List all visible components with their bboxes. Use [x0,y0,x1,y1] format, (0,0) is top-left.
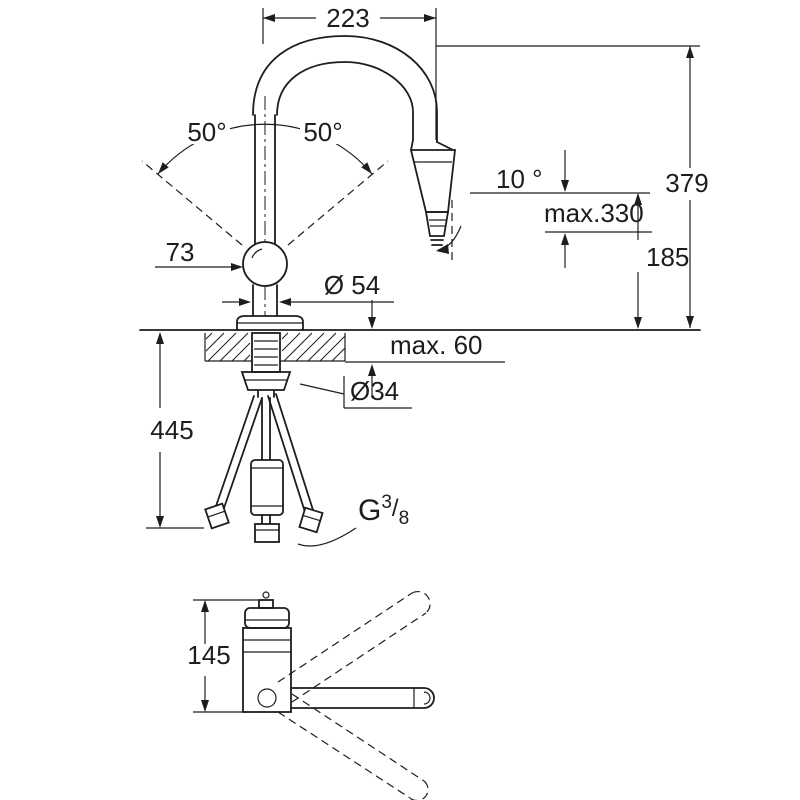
dim-spray-angle: 10 ° [436,164,543,262]
label-thread: G3/8 [358,492,409,529]
ball-joint [242,241,288,287]
label-dim-445: 445 [150,415,193,445]
dim-swivel-angle: 50° 50° [141,117,389,246]
hose-connector-center [254,523,280,543]
thread-callout: G3/8 [297,492,409,547]
dim-hole-diameter: Ø34 [299,376,412,409]
hose-weight [250,459,284,516]
label-dim-145: 145 [187,640,230,670]
label-angle-10: 10 ° [496,164,543,194]
dim-swivel-view-height: 145 [187,599,258,713]
dim-total-height: 379 [436,45,709,328]
swivel-position-up [277,590,431,703]
label-max-330: max.330 [544,198,644,228]
label-dim-185: 185 [646,242,689,272]
dim-handle-offset: 73 [155,237,243,271]
dim-spout-reach: 223 [262,3,437,140]
swivel-side-view [242,590,435,800]
label-dim-73: 73 [166,237,195,267]
dim-hose-length: 445 [146,332,204,529]
hatch-left [205,332,251,362]
label-dim-379: 379 [665,168,708,198]
label-max-60: max. 60 [390,330,483,360]
label-angle-50-right: 50° [303,117,342,147]
label-dim-223: 223 [326,3,369,33]
spray-head [409,139,457,246]
swivel-position-down [277,693,429,800]
dim-body-diameter: Ø 54 [222,270,394,306]
label-dia-54: Ø 54 [324,270,380,300]
label-dia-34: Ø34 [350,376,399,406]
thread-numerator: 3 [381,492,392,513]
hatch-right [281,332,346,362]
dim-max-330: max.330 [544,150,652,268]
hose-connector-right [298,506,324,534]
mounting-nut [240,371,292,391]
thread-slash: / [392,495,399,522]
thread-denominator: 8 [399,508,410,529]
swivel-pivot [257,688,277,708]
countertop-section [139,329,701,391]
dim-spout-height: 185 [470,192,689,329]
hose-connector-left [204,502,230,530]
dim-deck-thickness: max. 60 [345,300,505,398]
label-angle-50-left: 50° [187,117,226,147]
supply-hoses [204,389,324,543]
faucet-main-view [236,35,457,331]
thread-prefix: G [358,494,381,527]
threaded-shank [251,332,281,373]
